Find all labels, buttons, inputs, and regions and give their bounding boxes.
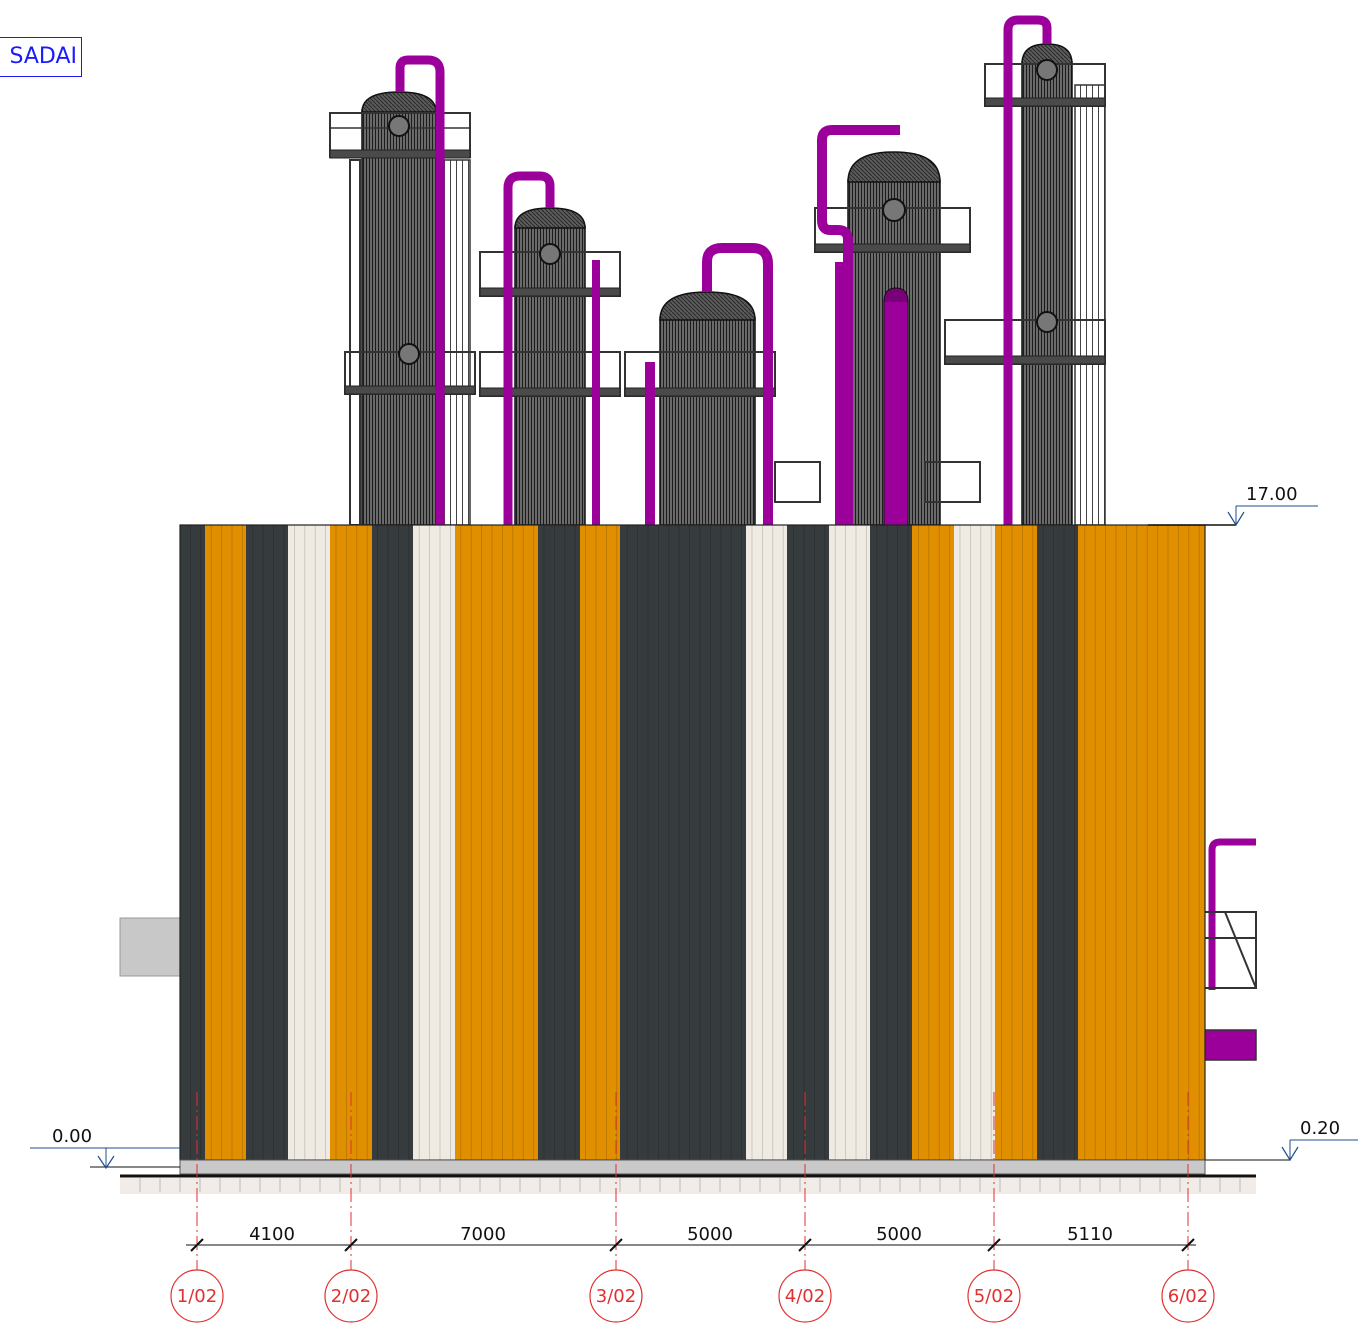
column-3 xyxy=(624,243,821,526)
axis-label-2: 2/02 xyxy=(331,1286,371,1307)
axis-bubble-1: 1/02 xyxy=(170,1269,224,1323)
facade-panel xyxy=(455,525,538,1160)
facade-panel xyxy=(787,525,829,1160)
axis-bubble-6: 6/02 xyxy=(1161,1269,1215,1323)
dimension-tick xyxy=(609,1238,623,1252)
plinth-and-ground xyxy=(30,1147,1256,1194)
facade-panel xyxy=(246,525,288,1160)
facade-panel xyxy=(413,525,455,1160)
level-marker-right: 0.20 xyxy=(1205,1118,1358,1162)
level-label-top: 17.00 xyxy=(1246,484,1298,505)
dimension-tick xyxy=(987,1238,1001,1252)
facade-panel xyxy=(1037,525,1078,1160)
facade-panel xyxy=(995,525,1037,1160)
axis-label-6: 6/02 xyxy=(1168,1286,1208,1307)
axis-bubble-2: 2/02 xyxy=(324,1269,378,1323)
level-label-left: 0.00 xyxy=(52,1126,92,1147)
axis-bubble-4: 4/02 xyxy=(778,1269,832,1323)
building-facade xyxy=(179,524,1206,1161)
level-label-right: 0.20 xyxy=(1300,1118,1340,1139)
facade-panel xyxy=(620,525,746,1160)
facade-panel xyxy=(829,525,870,1160)
facade-panel xyxy=(912,525,954,1160)
dimension-tick xyxy=(798,1238,812,1252)
dimension-tick xyxy=(1181,1238,1195,1252)
facade-panel xyxy=(580,525,620,1160)
dimension-3: 5000 xyxy=(687,1224,733,1245)
column-4 xyxy=(814,125,981,526)
facade-panel xyxy=(288,525,330,1160)
facade-panel xyxy=(330,525,372,1160)
facade-panel xyxy=(870,525,912,1160)
dimension-5: 5110 xyxy=(1067,1224,1113,1245)
facade-panel xyxy=(180,525,205,1160)
facade-panel xyxy=(205,525,246,1160)
level-marker-left: 0.00 xyxy=(52,1126,115,1170)
sheet-tag: SADAI xyxy=(0,37,82,77)
axis-bubbles: 1/02 2/02 3/02 4/02 5/02 6/02 xyxy=(170,1269,1215,1323)
column-2 xyxy=(479,171,621,526)
facade-panel xyxy=(538,525,580,1160)
axis-label-4: 4/02 xyxy=(785,1286,825,1307)
dimension-2: 7000 xyxy=(460,1224,506,1245)
column-5 xyxy=(944,15,1106,526)
dimension-1: 4100 xyxy=(249,1224,295,1245)
dimension-chain: 4100 7000 5000 5000 5110 xyxy=(186,1224,1196,1252)
grid-axes xyxy=(196,1092,1189,1270)
axis-label-5: 5/02 xyxy=(974,1286,1014,1307)
level-marker-top: 17.00 xyxy=(1148,484,1318,527)
dimension-tick xyxy=(344,1238,358,1252)
axis-bubble-5: 5/02 xyxy=(967,1269,1021,1323)
dimension-tick xyxy=(190,1238,204,1252)
facade-panel xyxy=(746,525,787,1160)
facade-panel xyxy=(1078,525,1205,1160)
axis-bubble-3: 3/02 xyxy=(589,1269,643,1323)
axis-label-1: 1/02 xyxy=(177,1286,217,1307)
dimension-4: 5000 xyxy=(876,1224,922,1245)
facade-panel xyxy=(372,525,413,1160)
facade-panel xyxy=(954,525,995,1160)
column-1 xyxy=(329,55,476,526)
axis-label-3: 3/02 xyxy=(596,1286,636,1307)
